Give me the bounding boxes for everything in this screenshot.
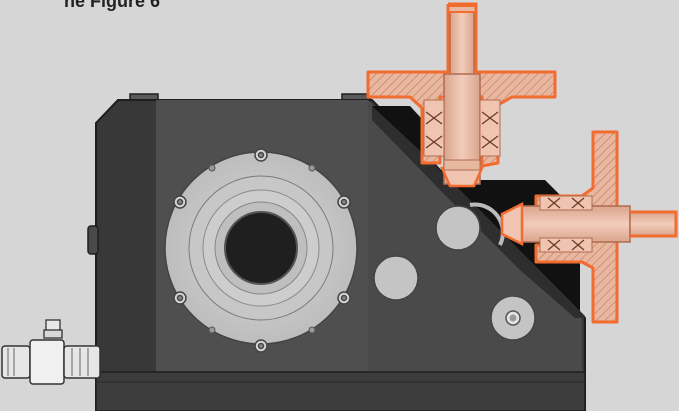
flange-bore	[224, 211, 298, 285]
figure-caption: ne Figure 6	[64, 0, 161, 11]
housing-base	[95, 371, 586, 411]
housing-bosses	[373, 202, 536, 341]
right-shaft-section	[500, 130, 678, 324]
flange-bolts	[173, 148, 351, 353]
side-knob	[87, 225, 99, 255]
output-flange	[164, 148, 358, 353]
top-shaft-section	[366, 2, 557, 188]
quick-coupling-fitting-icon	[1, 319, 101, 385]
